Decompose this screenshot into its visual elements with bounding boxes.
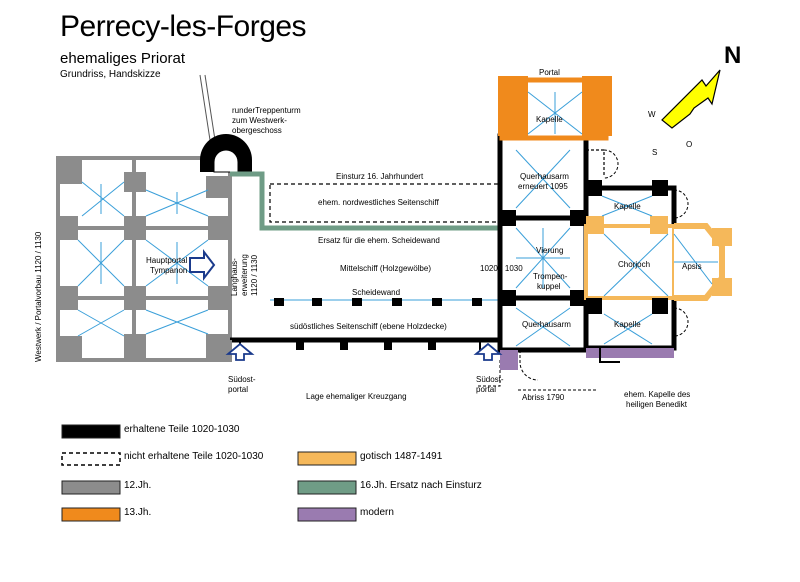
legend-swatches [61, 424, 357, 522]
benedikt-label-2: heiligen Benedikt [626, 400, 687, 409]
apsis-label: Apsis [682, 262, 702, 271]
compass-south: S [652, 148, 658, 157]
page-title: Perrecy-les-Forges [60, 10, 307, 43]
legend-label: erhaltene Teile 1020-1030 [124, 424, 240, 435]
querhausarm-north-label-1: Querhausarm [520, 172, 569, 181]
langhaus-label-3: 1120 / 1130 [250, 254, 259, 296]
treppenturm-label-3: obergeschoss [232, 126, 282, 135]
kapelle-se-label: Kapelle [614, 320, 641, 329]
ersatz-scheidewand-label: Ersatz für die ehem. Scheidewand [318, 236, 440, 245]
suedostportal-right-label-1: Südost- [476, 375, 504, 384]
einsturz-label: Einsturz 16. Jahrhundert [336, 172, 424, 181]
legend-label: modern [360, 507, 394, 518]
vierung-label: Vierung [536, 246, 564, 255]
trompenkuppel-label-2: kuppel [537, 282, 561, 291]
kapelle-north-label: Kapelle [536, 115, 563, 124]
scheidewand-label: Scheidewand [352, 288, 401, 297]
nave [228, 171, 505, 387]
kreuzgang-label: Lage ehemaliger Kreuzgang [306, 392, 407, 401]
kapelle-ne-label: Kapelle [614, 202, 641, 211]
stair-tower [199, 74, 252, 173]
page-note: Grundriss, Handskizze [60, 69, 161, 80]
westwerk-label: Westwerk / Portalvorbau 1120 / 1130 [34, 231, 43, 362]
chorjoch-label: Chorjoch [618, 260, 651, 269]
legend-label: 13.Jh. [124, 507, 152, 518]
hauptportal-arrow [189, 249, 216, 281]
compass-arrow [661, 69, 721, 129]
portal-north-label: Portal [539, 68, 560, 77]
treppenturm-label-2: zum Westwerk- [232, 116, 287, 125]
modern-parts [500, 350, 596, 391]
compass-north: N [724, 42, 742, 69]
langhaus-label-1: Langhaus- [230, 258, 239, 296]
portal-arrows [225, 342, 503, 361]
nw-seitenschiff-label: ehem. nordwestliches Seitenschiff [318, 198, 439, 207]
mittelschiff-label: Mittelschiff (Holzgewölbe) [340, 264, 431, 273]
suedostportal-left-label-2: portal [228, 385, 249, 394]
compass-east: O [686, 140, 693, 149]
page-subtitle: ehemaliges Priorat [60, 50, 186, 67]
hauptportal-label-1: Hauptportal [146, 256, 188, 265]
trompenkuppel-label-1: Trompen- [533, 272, 568, 281]
compass-west: W [648, 110, 656, 119]
hauptportal-label-2: Tympanon [150, 266, 188, 275]
legend-label: 12.Jh. [124, 480, 152, 491]
choir [583, 180, 732, 363]
langhaus-label-2: erweiterung [240, 254, 249, 296]
legend-label: gotisch 1487-1491 [360, 451, 443, 462]
treppenturm-label-1: runderTreppenturm [232, 106, 301, 115]
querhausarm-south-label: Querhausarm [522, 320, 571, 329]
year-1020-label: 1020 - 1030 [480, 264, 523, 273]
legend-label: 16.Jh. Ersatz nach Einsturz [360, 480, 482, 491]
suedostportal-right-label-2: portal [476, 385, 497, 394]
suedostportal-left-label-1: Südost- [228, 375, 256, 384]
so-seitenschiff-label: südöstliches Seitenschiff (ebene Holzdec… [290, 322, 447, 331]
north-chapel [498, 76, 612, 141]
abriss-label: Abriss 1790 [522, 393, 565, 402]
benedikt-label-1: ehem. Kapelle des [624, 390, 691, 399]
querhausarm-north-label-2: erneuert 1095 [518, 182, 568, 191]
legend-label: nicht erhaltene Teile 1020-1030 [124, 451, 264, 462]
